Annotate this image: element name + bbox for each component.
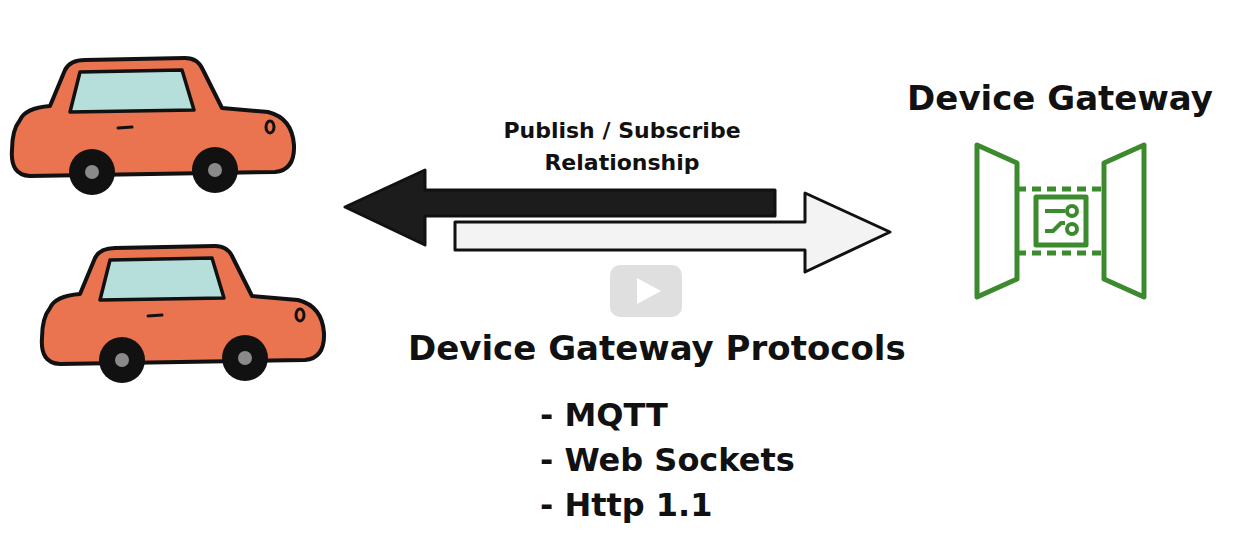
circuit-pad xyxy=(1067,224,1077,234)
door-handle xyxy=(118,127,132,128)
left-arrow xyxy=(345,170,775,245)
car-illustration xyxy=(12,58,294,195)
headlight xyxy=(266,121,274,133)
circuit-trace xyxy=(1045,209,1065,213)
car-illustration xyxy=(42,246,324,383)
play-icon xyxy=(637,278,661,304)
protocol-item: - MQTT xyxy=(540,395,668,435)
protocol-item: - Http 1.1 xyxy=(540,485,713,525)
circuit-pad xyxy=(1067,206,1077,216)
gateway-door xyxy=(977,145,1017,297)
wheel-hub xyxy=(208,163,222,177)
dashed-line xyxy=(1017,187,1104,192)
chip xyxy=(1036,197,1086,245)
protocol-item: - Web Sockets xyxy=(540,440,795,480)
gateway-door xyxy=(1104,145,1144,297)
play-button xyxy=(610,265,682,317)
wheel-hub xyxy=(85,165,99,179)
gateway-icon xyxy=(973,141,1148,301)
car-window xyxy=(70,70,194,112)
wheel xyxy=(192,147,238,193)
car-body xyxy=(12,58,294,176)
node-heading: Device Gateway xyxy=(905,78,1215,119)
circuit-trace xyxy=(1045,223,1065,231)
gateway-node: Device Gateway xyxy=(905,78,1215,301)
wheel xyxy=(69,149,115,195)
dashed-line xyxy=(1017,251,1104,256)
relationship-label: Publish / Subscribe Relationship xyxy=(477,115,767,179)
section-heading: Device Gateway Protocols xyxy=(408,328,906,369)
